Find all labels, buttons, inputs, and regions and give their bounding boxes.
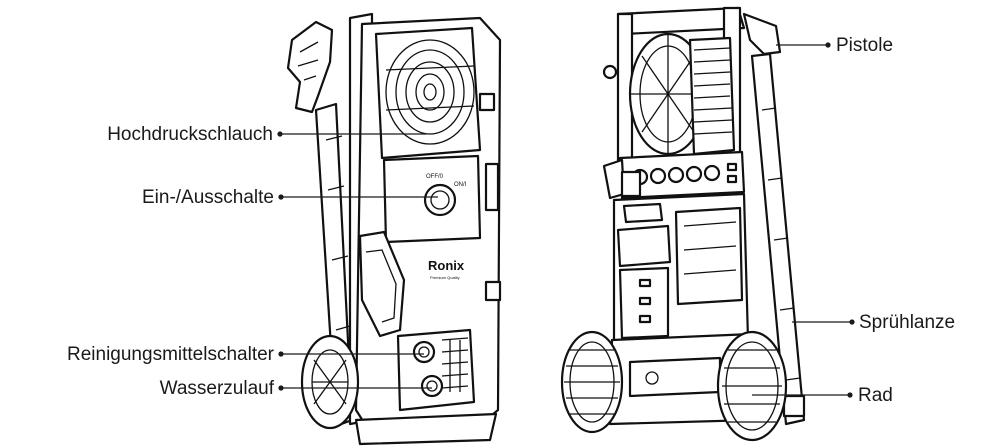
label-pistole: Pistole (836, 35, 893, 56)
front-view-illustration: OFF/0 ON/I Ronix Premium Quality (286, 12, 502, 446)
callout-lines (277, 42, 855, 398)
label-spruehlanze: Sprühlanze (859, 312, 955, 333)
label-ein-ausschalte: Ein-/Ausschalte (142, 187, 274, 208)
switch-off-mark: OFF/0 (426, 174, 444, 180)
brand-logo-text: Ronix (428, 258, 465, 273)
brand-tagline: Premium Quality (430, 275, 460, 280)
label-rad: Rad (858, 385, 893, 406)
label-hochdruckschlauch: Hochdruckschlauch (107, 124, 273, 145)
label-reinigungsmittelschalter: Reinigungsmittelschalter (67, 344, 275, 365)
label-wasserzulauf: Wasserzulauf (160, 378, 275, 399)
rear-view-illustration (560, 6, 806, 442)
switch-on-mark: ON/I (454, 182, 467, 188)
